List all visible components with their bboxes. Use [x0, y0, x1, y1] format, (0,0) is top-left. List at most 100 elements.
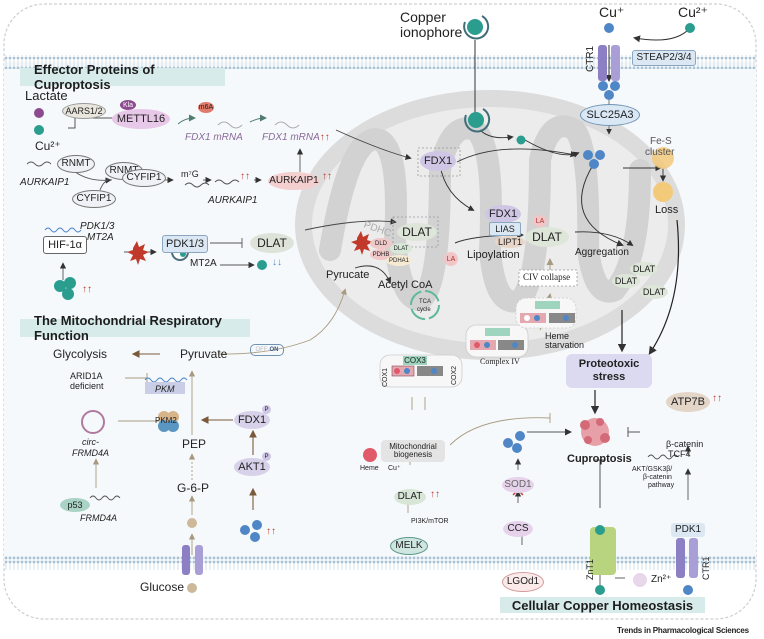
lipoylation-label: Lipoylation — [467, 249, 520, 261]
cu-2plus-label: Cu²⁺ — [678, 4, 708, 20]
tca-label: TCA — [419, 299, 431, 305]
dlat-pdhc-protein: DLAT — [397, 223, 437, 241]
biogenesis-label: biogenesis — [393, 450, 433, 459]
mt2a-gene-label: MT2A — [87, 232, 114, 243]
pep-label: PEP — [182, 437, 207, 451]
znt1-transporter — [590, 527, 616, 575]
akt-pathway-label: AKT/GSK3β/ — [632, 466, 673, 473]
dlat-aggregate-2: DLAT — [612, 274, 640, 288]
copper-ionophore-label-2: ionophore — [400, 24, 463, 40]
tca-cycle-label: cycle — [417, 307, 431, 313]
g6p-label: G-6-P — [177, 481, 210, 495]
top-membrane — [4, 55, 756, 69]
dlat-lipoylated-protein: DLAT — [525, 227, 569, 247]
dlat-subunit: DLAT — [390, 243, 412, 254]
lipt1-protein: LIPT1 — [495, 236, 525, 248]
cyfip1-protein: CYFIP1 — [72, 190, 116, 208]
lactate-label: Lactate — [25, 88, 68, 103]
section-copper-homeostasis: Cellular Copper Homeostasis — [500, 597, 705, 613]
complex-iv-label: Complex IV — [480, 357, 520, 366]
lgod1-compound: LGOd1 — [502, 572, 544, 592]
aurkaip1-protein: AURKAIP1 — [268, 172, 320, 190]
rnmt-protein: RNMT — [57, 155, 95, 173]
fes-cluster-label: Fe-S — [650, 136, 672, 147]
cu2-label: Cu²⁺ — [35, 139, 61, 153]
znt1-label: ZnT1 — [585, 558, 595, 580]
civ-collapse-label: CIV collapse — [523, 272, 571, 282]
section-mitochondrial-respiratory: The Mitochondrial Respiratory Function — [20, 313, 250, 343]
aurkaip1-mrna-increase-icon: ↑↑ — [240, 171, 250, 182]
dlat-increase-icon: ↑↑ — [430, 489, 440, 500]
fdx1-mrna-label: FDX1 mRNA — [185, 132, 243, 143]
glucose-transporter — [182, 545, 203, 575]
pyruvate-label: Pyruvate — [180, 347, 228, 361]
dlat-protein-effector: DLAT — [250, 233, 294, 253]
ccs-protein: CCS — [503, 521, 533, 537]
pdk1-protein: PDK1 — [671, 523, 705, 537]
akt-pathway-label-2: β-catenin — [643, 474, 672, 481]
atp7b-protein: ATP7B — [666, 392, 710, 412]
cyfip1-complex-protein: CYFIP1 — [122, 169, 166, 187]
cu-plus-label: Cu⁺ — [599, 4, 625, 20]
fdx1-phospho-protein: FDX1 — [234, 411, 270, 429]
fdx1-mrna-text: FDX1 mRNA — [262, 132, 320, 143]
cox3-label: COX3 — [403, 355, 427, 365]
aurkaip1-gene-label: AURKAIP1 — [20, 177, 70, 188]
la-badge: LA — [444, 252, 458, 266]
atp7b-increase-icon: ↑↑ — [712, 393, 722, 404]
pdha1-subunit: PDHA1 — [386, 255, 412, 266]
la-badge-dlat: LA — [533, 215, 547, 227]
cuproptosis-label: Cuproptosis — [567, 453, 632, 465]
pdhb-subunit: PDHB — [370, 249, 392, 260]
pdk13-protein: PDK1/3 — [162, 235, 208, 253]
circ-label: circ- — [82, 437, 99, 447]
source-credit: Trends in Pharmacological Sciences — [617, 626, 749, 635]
hif1a-copper-increase-icon: ↑↑ — [82, 284, 92, 295]
akt-pathway-label-3: pathway — [648, 482, 675, 489]
bottom-membrane — [4, 556, 756, 570]
circ-frmd4a-label: FRMD4A — [72, 448, 110, 458]
dlat-protein-center: DLAT — [394, 489, 426, 505]
mettl16-protein: METTL16 — [112, 109, 170, 129]
kla-badge: Kla — [120, 100, 136, 110]
pkm-gene-label: PKM — [155, 384, 175, 394]
frmd4a-gene-label: FRMD4A — [80, 513, 118, 523]
pdk13-gene-label: PDK1/3 — [80, 221, 115, 232]
mitochondrial-biogenesis-box: Mitochondrial biogenesis — [381, 440, 445, 462]
glucose-label: Glucose — [140, 580, 185, 594]
copper-ions — [34, 15, 695, 595]
mt2a-protein-label: MT2A — [190, 258, 217, 269]
ctr1-transporter-bottom — [676, 538, 698, 578]
ctr1-label-bottom: CTR1 — [701, 556, 711, 580]
heme-label: Heme — [360, 465, 379, 472]
tcf4-label: TCF4 — [668, 449, 691, 459]
dlat-aggregate-1: DLAT — [630, 262, 658, 276]
fdx1-protein-top: FDX1 — [420, 151, 456, 171]
phospho-badge-fdx1: P — [262, 405, 271, 414]
pyrucate-label: Pyrucate — [326, 269, 370, 281]
sod1-protein: SOD1 — [502, 477, 534, 493]
dld-subunit: DLD — [370, 238, 392, 249]
off-on-switch[interactable]: OFF ON — [250, 344, 284, 356]
heme-starvation-label: Heme — [545, 331, 570, 341]
beta-catenin-label: β-catenin — [666, 439, 704, 449]
aggregation-label: Aggregation — [575, 247, 629, 258]
cox1-label: COX1 — [382, 367, 389, 387]
aars-protein: AARS1/2 — [62, 103, 106, 119]
aurkaip1-mrna-label: AURKAIP1 — [208, 195, 258, 206]
slc25a3-protein: SLC25A3 — [580, 104, 640, 126]
arid1a-label: ARID1A — [70, 371, 103, 381]
hif1a-protein: HIF-1α — [43, 236, 87, 254]
proteotoxic-stress-box: Proteotoxic stress — [566, 354, 652, 388]
switch-off-label: OFF — [255, 347, 268, 353]
zn2-label: Zn²⁺ — [651, 574, 672, 585]
melk-protein: MELK — [390, 537, 428, 555]
fes-loss-icon — [653, 182, 673, 202]
phospho-badge-akt1: P — [262, 452, 271, 461]
cuproptosis-cluster-icon — [580, 418, 610, 446]
fes-cluster-label-2: cluster — [645, 147, 675, 158]
m6a-badge: m6A — [198, 102, 214, 113]
proteotoxic-label: Proteotoxic — [578, 358, 640, 370]
